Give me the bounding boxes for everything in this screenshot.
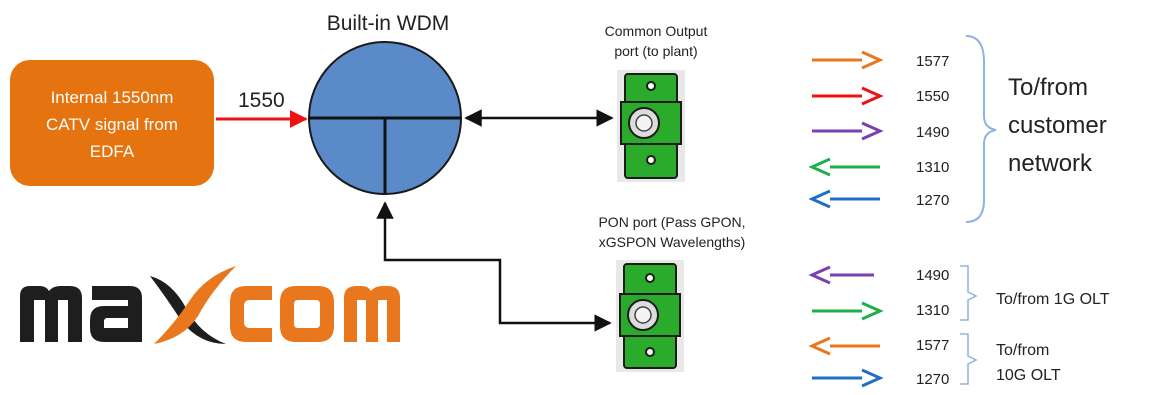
olt1g-wl-1310: 1310 — [916, 302, 949, 319]
arrow-1270-left — [808, 189, 880, 209]
wdm-title: Built-in WDM — [327, 12, 450, 35]
link-to-pon-port — [376, 201, 612, 332]
olt1g-brace — [960, 265, 978, 321]
customer-wl-1577: 1577 — [916, 53, 949, 70]
maxcom-logo — [20, 266, 400, 344]
olt1g-wl-1490: 1490 — [916, 267, 949, 284]
customer-label-line-2: customer — [1008, 112, 1107, 139]
arrow-1577-right — [812, 50, 884, 70]
arrow-1577-left — [808, 336, 880, 356]
catv-source-box: Internal 1550nm CATV signal from EDFA — [10, 60, 214, 186]
customer-label-line-3: network — [1008, 150, 1093, 177]
customer-wl-1270: 1270 — [916, 192, 949, 209]
olt1g-label: To/from 1G OLT — [996, 291, 1110, 308]
olt10g-label-line-2: 10G OLT — [996, 367, 1061, 384]
pon-port-connector — [616, 260, 684, 372]
olt10g-wl-1577: 1577 — [916, 337, 949, 354]
customer-label-line-1: To/from — [1008, 74, 1088, 101]
olt10g-brace — [960, 333, 978, 385]
customer-wl-1310: 1310 — [916, 159, 949, 176]
input-wavelength-label: 1550 — [238, 89, 285, 112]
common-port-label-line-2: port (to plant) — [614, 43, 697, 59]
source-box-line-3: EDFA — [90, 142, 135, 161]
arrow-1490-left — [808, 265, 874, 285]
pon-port-label-line-2: xGSPON Wavelengths) — [599, 234, 746, 250]
olt10g-arrows — [808, 336, 884, 388]
common-port-label-line-1: Common Output — [605, 23, 708, 39]
customer-wavelength-arrows — [808, 50, 884, 209]
arrow-1550-right — [812, 86, 884, 106]
source-box-line-2: CATV signal from — [46, 115, 178, 134]
source-box-line-1: Internal 1550nm — [51, 88, 174, 107]
customer-brace — [965, 35, 997, 223]
olt10g-wl-1270: 1270 — [916, 371, 949, 388]
arrow-1270-right — [812, 368, 884, 388]
arrow-1310-left — [808, 157, 880, 177]
common-output-port-connector — [617, 70, 685, 182]
input-arrow-1550: 1550 — [216, 89, 308, 128]
arrow-1310-right — [812, 301, 884, 321]
customer-wl-1490: 1490 — [916, 124, 949, 141]
olt10g-label-line-1: To/from — [996, 342, 1049, 359]
arrow-1490-right — [812, 121, 884, 141]
customer-wl-1550: 1550 — [916, 88, 949, 105]
wdm-circle — [308, 41, 462, 195]
olt1g-arrows — [808, 265, 884, 321]
pon-port-label-line-1: PON port (Pass GPON, — [598, 214, 745, 230]
